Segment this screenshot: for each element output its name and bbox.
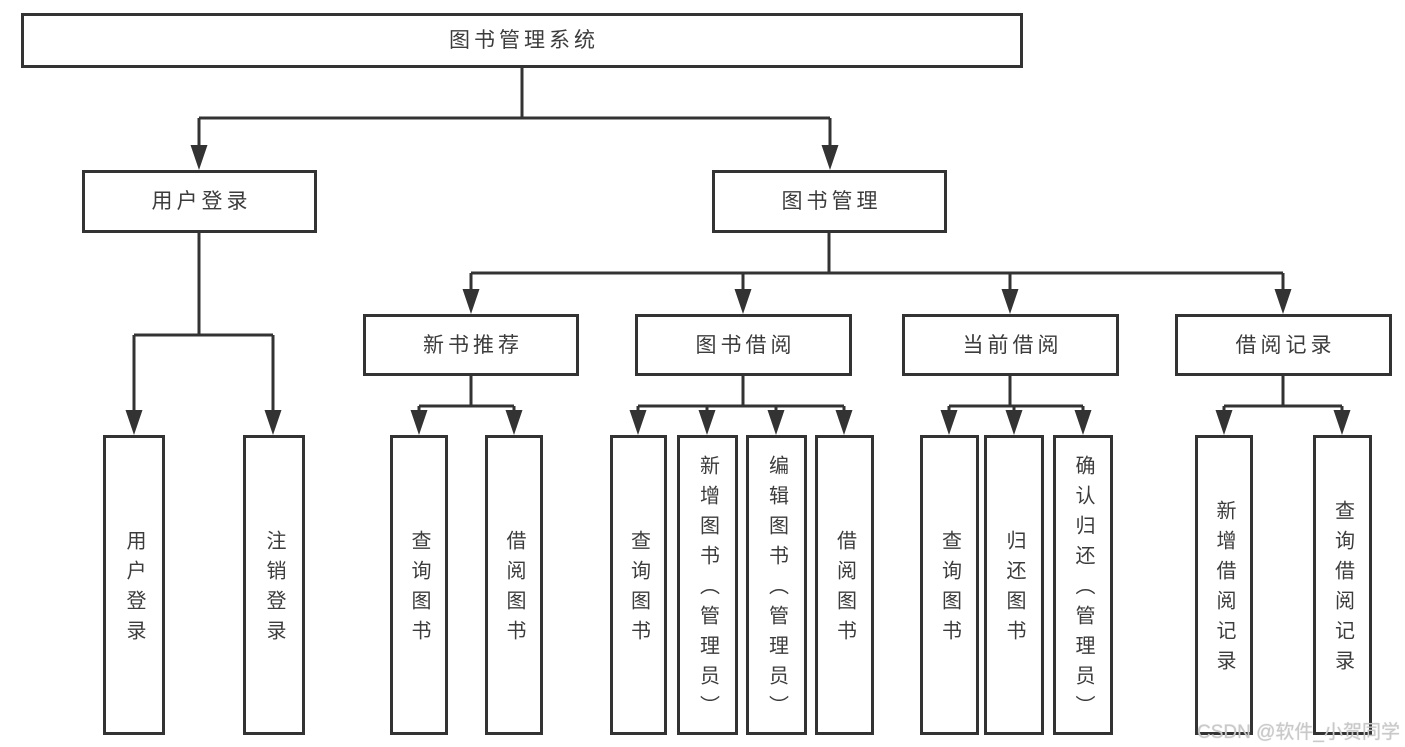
leaf-return-book: 归还图书 (984, 435, 1044, 735)
node-book-borrowing: 图书借阅 (635, 314, 852, 376)
node-root: 图书管理系统 (21, 13, 1023, 68)
leaf-query-borrow-record: 查询借阅记录 (1313, 435, 1372, 735)
leaf-query-book-recommend: 查询图书 (390, 435, 448, 735)
leaf-edit-book-admin: 编辑图书（管理员） (746, 435, 807, 735)
leaf-return-book-label: 归还图书 (1003, 530, 1025, 650)
leaf-borrow-book-recommend-label: 借阅图书 (503, 530, 525, 650)
leaf-add-borrow-record: 新增借阅记录 (1195, 435, 1253, 735)
leaf-query-book-current-label: 查询图书 (938, 530, 961, 650)
node-user-login-label: 用户登录 (151, 190, 252, 213)
leaf-query-book-recommend-label: 查询图书 (408, 530, 430, 650)
leaf-add-book-admin: 新增图书（管理员） (677, 435, 738, 735)
csdn-watermark: CSDN @软件_小贺同学 (1197, 722, 1400, 743)
node-current-borrowing-label: 当前借阅 (962, 333, 1063, 357)
node-new-book-recommend: 新书推荐 (363, 314, 579, 376)
leaf-borrow-book-borrowing: 借阅图书 (815, 435, 874, 735)
node-borrowing-records: 借阅记录 (1175, 314, 1392, 376)
leaf-query-book-borrowing: 查询图书 (610, 435, 667, 735)
node-current-borrowing: 当前借阅 (902, 314, 1119, 376)
leaf-add-book-admin-label: 新增图书（管理员） (696, 455, 719, 725)
leaf-borrow-book-recommend: 借阅图书 (485, 435, 543, 735)
node-borrowing-records-label: 借阅记录 (1235, 333, 1336, 357)
leaf-user-login-label: 用户登录 (123, 530, 145, 650)
node-book-management-label: 图书管理 (781, 190, 882, 213)
leaf-confirm-return-admin-label: 确认归还（管理员） (1072, 455, 1094, 725)
leaf-query-book-current: 查询图书 (920, 435, 979, 735)
leaf-user-login: 用户登录 (103, 435, 165, 735)
node-book-management: 图书管理 (712, 170, 947, 233)
leaf-query-borrow-record-label: 查询借阅记录 (1331, 500, 1354, 680)
leaf-add-borrow-record-label: 新增借阅记录 (1213, 500, 1235, 680)
leaf-borrow-book-borrowing-label: 借阅图书 (833, 530, 856, 650)
node-user-login: 用户登录 (82, 170, 317, 233)
node-new-book-recommend-label: 新书推荐 (423, 333, 523, 357)
leaf-query-book-borrowing-label: 查询图书 (627, 530, 650, 650)
node-root-label: 图书管理系统 (449, 29, 599, 52)
leaf-logout: 注销登录 (243, 435, 305, 735)
leaf-confirm-return-admin: 确认归还（管理员） (1053, 435, 1113, 735)
leaf-logout-label: 注销登录 (263, 530, 285, 650)
leaf-edit-book-admin-label: 编辑图书（管理员） (765, 455, 788, 725)
node-book-borrowing-label: 图书借阅 (695, 333, 796, 357)
